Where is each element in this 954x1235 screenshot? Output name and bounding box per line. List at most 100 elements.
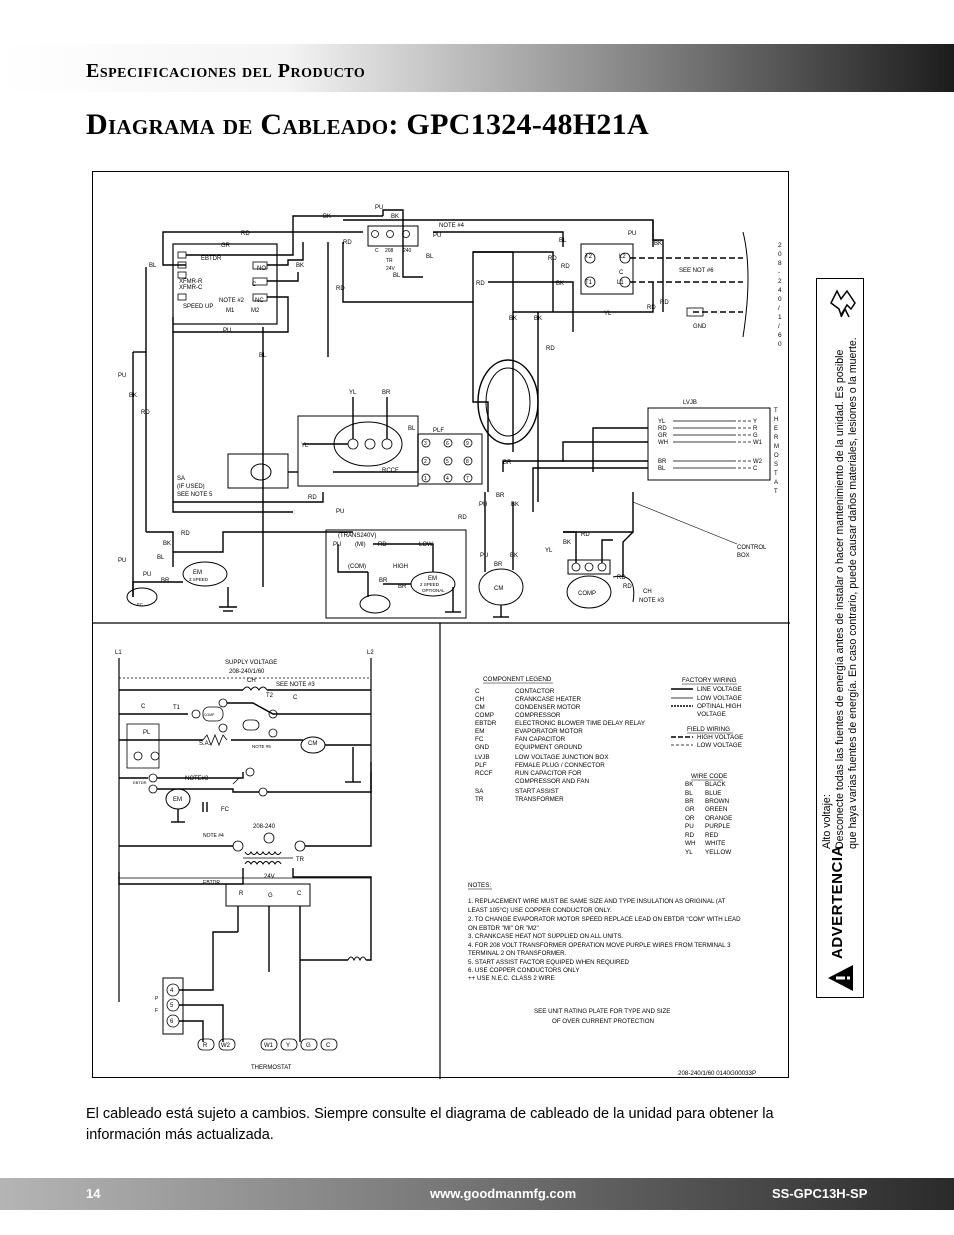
svg-text:2: 2 [778,278,782,285]
trans240-label: (TRANS240V) [338,533,376,539]
svg-text:4: 4 [778,287,782,294]
svg-text:WH: WH [658,440,668,446]
warning-box: ADVERTENCIA Alto voltaje: Desconecte tod… [816,278,864,998]
svg-text:6. USE COPPER CONDUCTORS ONL: 6. USE COPPER CONDUCTORS ONLY [468,967,580,974]
svg-text:C: C [753,466,758,472]
tr-top-label: TR [386,258,393,264]
svg-text:RD: RD [581,532,590,538]
electric-shock-icon [830,289,856,318]
svg-text:BROWN: BROWN [705,798,730,805]
svg-text:PU: PU [480,553,488,559]
svg-text:BK: BK [163,541,171,547]
svg-text:GND: GND [475,744,489,751]
svg-text:2: 2 [424,459,427,465]
contactor-t1-label: T1 [585,280,593,286]
svg-text:PU: PU [143,572,151,578]
svg-text:RD: RD [617,575,626,581]
page-number: 14 [86,1186,101,1201]
low-label: LOW [419,542,433,548]
svg-text:CONTACTOR: CONTACTOR [515,688,555,695]
svg-text:BK: BK [654,241,662,247]
svg-text:BL: BL [259,353,267,359]
svg-text:CH: CH [475,696,485,703]
svg-text:HIGH VOLTAGE: HIGH VOLTAGE [697,734,743,741]
svg-text:5: 5 [446,459,449,465]
svg-text:G: G [268,893,273,899]
ebtdr-label: EBTDR [201,256,222,262]
svg-text:ELECTRONIC BLOWER TIME DELAY R: ELECTRONIC BLOWER TIME DELAY RELAY [515,720,646,727]
see-note3-label: SEE NOTE #3 [276,682,315,688]
svg-text:YL: YL [301,443,309,449]
svg-text:T1: T1 [173,705,181,711]
svg-text:LVJB: LVJB [475,754,490,761]
svg-text:BR: BR [379,578,388,584]
svg-text:A: A [774,480,778,486]
notes-block: NOTES: 1. REPLACEMENT WIRE MUST BE SAME … [468,882,756,1077]
svg-text:++ USE N.E.C. CLASS 2 WIRE: ++ USE N.E.C. CLASS 2 WIRE [468,975,555,982]
svg-text:RD: RD [660,300,669,306]
svg-text:BL: BL [658,466,666,472]
svg-text:FC: FC [221,807,230,813]
svg-text:PU: PU [375,205,383,211]
svg-text:BLACK: BLACK [705,781,726,788]
footer-url[interactable]: www.goodmanmfg.com [430,1186,577,1201]
svg-text:0: 0 [778,341,782,348]
svg-text:T: T [774,471,778,477]
svg-text:BK: BK [296,263,304,269]
svg-text:FAN CAPACITOR: FAN CAPACITOR [515,736,566,743]
svg-text:RD: RD [336,286,345,292]
svg-text:EBTDR: EBTDR [475,720,497,727]
ch-label: CH [643,589,652,595]
svg-text:S.A.: S.A. [199,741,211,747]
compressor [566,575,612,609]
svg-text:ON EBTDR "MI" OR "M2": ON EBTDR "MI" OR "M2" [468,925,539,932]
svg-text:R: R [774,435,779,441]
svg-text:C: C [141,704,146,710]
svg-text:F: F [155,1008,158,1014]
svg-text:Y: Y [753,419,757,425]
svg-text:CM: CM [475,704,485,711]
svg-text:EVAPORATOR MOTOR: EVAPORATOR MOTOR [515,728,583,735]
svg-text:EBTDR: EBTDR [133,780,147,785]
section-title: Especificaciones del Producto [86,60,366,82]
svg-text:C: C [293,695,298,701]
svg-text:WIRE CODE: WIRE CODE [691,773,727,780]
svg-text:YL: YL [685,849,693,856]
svg-text:LOW VOLTAGE: LOW VOLTAGE [697,742,742,749]
svg-text:PU: PU [336,509,344,515]
svg-text:RD: RD [623,584,632,590]
svg-text:FIELD WIRING: FIELD WIRING [687,726,730,733]
svg-text:ORANGE: ORANGE [705,815,732,822]
svg-text:M: M [774,444,779,450]
rccf-label: RCCF [382,468,399,474]
contactor-l1-label: L1 [617,280,624,286]
svg-text:CH: CH [247,678,256,684]
svg-text:W1: W1 [264,1043,274,1049]
svg-text:CRANKCASE HEATER: CRANKCASE HEATER [515,696,581,703]
svg-text:BK: BK [534,316,542,322]
ebtdr-block [172,243,278,325]
svg-text:6: 6 [446,441,449,447]
svg-text:4. FOR 208 VOLT TRANSFORMER: 4. FOR 208 VOLT TRANSFORMER OPERATION MO… [468,942,731,949]
tr-24v-label: 24V [386,266,396,272]
svg-text:OPTIONAL: OPTIONAL [422,588,445,593]
warning-body: Alto voltaje: Desconecte todas las fuent… [821,289,860,849]
svg-text:NOTE#2: NOTE#2 [185,776,209,782]
ladder-l1: L1 [115,650,122,656]
svg-text:RD: RD [658,426,667,432]
svg-text:7: 7 [466,476,469,482]
svg-text:PL: PL [143,730,151,736]
contactor-l2-label: L2 [619,254,626,260]
svg-text:COMP: COMP [578,591,596,597]
svg-text:BK: BK [509,316,517,322]
note4-top-label: NOTE #4 [439,223,465,229]
svg-text:GR: GR [658,433,668,439]
svg-text:BL: BL [157,555,165,561]
svg-text:COMP: COMP [475,712,494,719]
svg-text:BL: BL [559,238,567,244]
svg-text:2. TO CHANGE EVAPORATOR MOTO: 2. TO CHANGE EVAPORATOR MOTOR SPEED REPL… [468,916,741,923]
svg-text:FC: FC [475,736,484,743]
svg-text:2: 2 [778,242,782,249]
svg-text:4: 4 [446,476,449,482]
